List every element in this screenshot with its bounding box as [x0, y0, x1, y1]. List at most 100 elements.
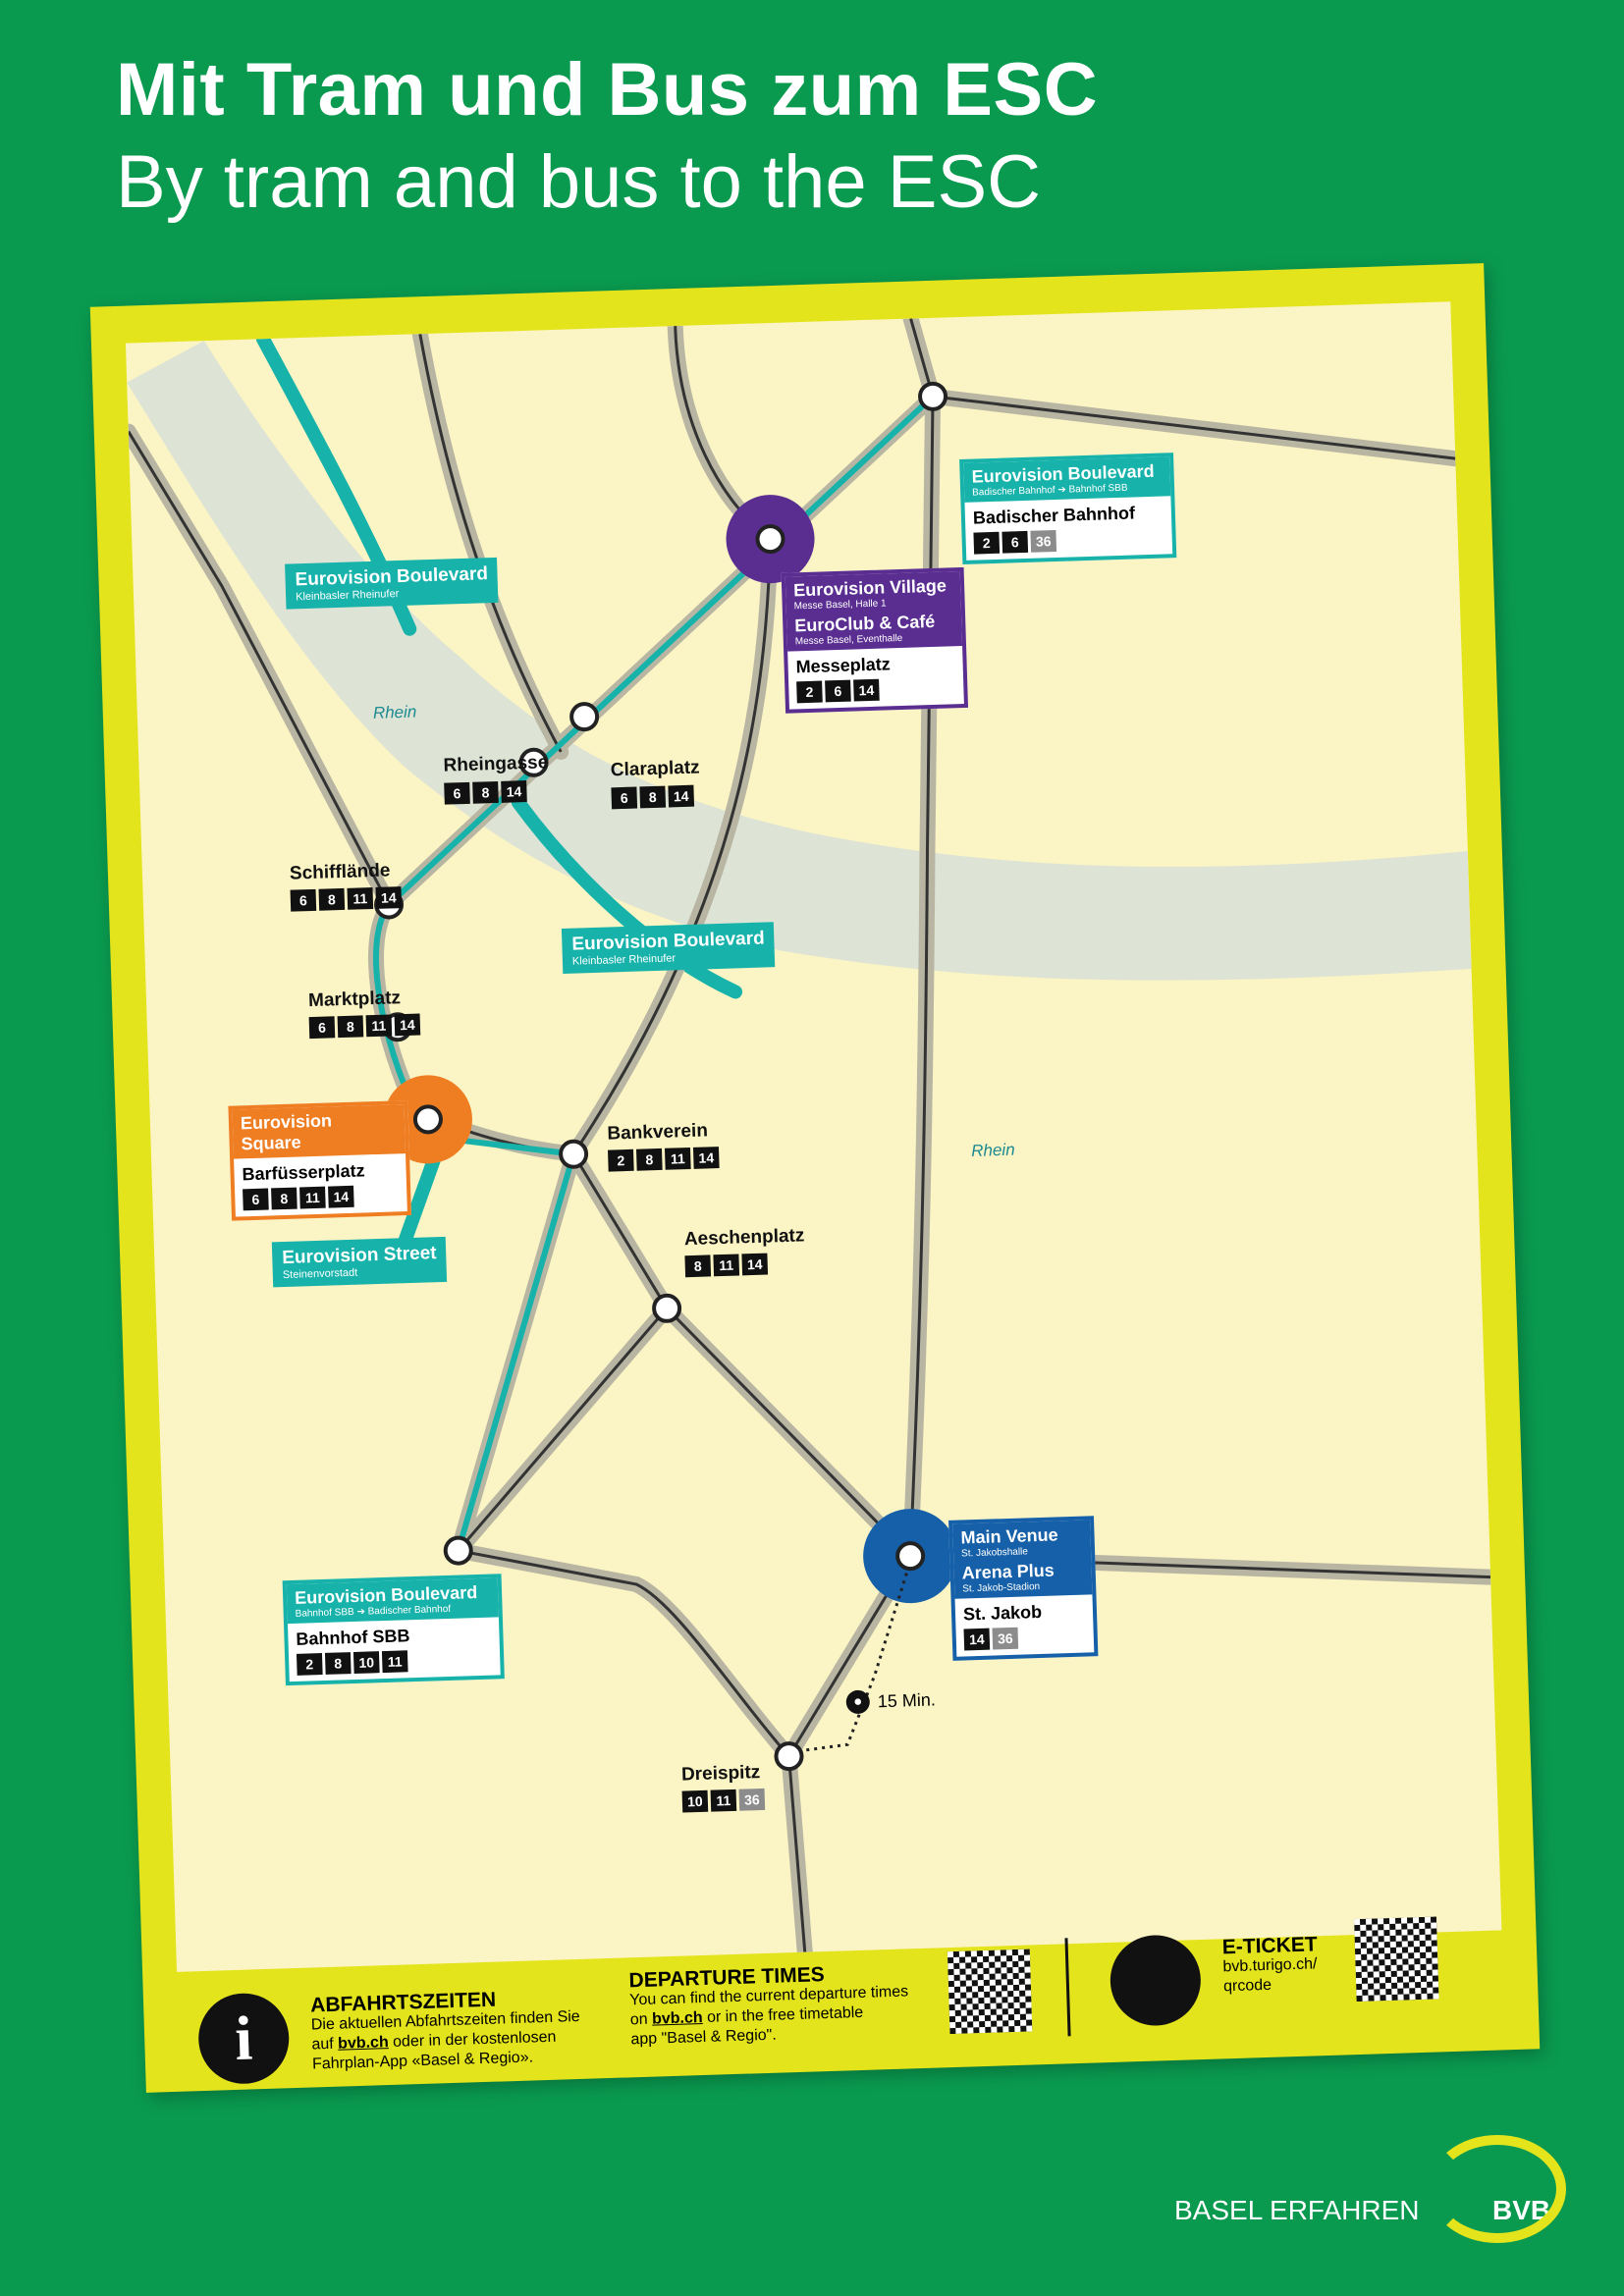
- square-box: Eurovision Square Barfüsserplatz 6 8 11 …: [228, 1099, 411, 1221]
- boulevard-kleinbasel-box: Eurovision Boulevard Kleinbasler Rheinuf…: [285, 557, 499, 610]
- line-badge: 11: [347, 887, 374, 910]
- line-badge: 8: [472, 780, 499, 804]
- boulevard-kleinbasel-box-2: Eurovision Boulevard Kleinbasler Rheinuf…: [561, 922, 776, 974]
- sbb-stop: Bahnhof SBB: [296, 1626, 410, 1649]
- line-badge: 8: [271, 1187, 298, 1210]
- line-badge: 11: [365, 1014, 393, 1038]
- stop-marker-badischer: [918, 381, 948, 411]
- line-badge: 10: [681, 1789, 709, 1813]
- stop-label-marktplatz: Marktplatz: [307, 988, 402, 1012]
- bvb-link[interactable]: bvb.ch: [337, 2034, 389, 2053]
- pedestrian-icon: ●: [845, 1689, 871, 1715]
- line-badge: 14: [394, 1013, 421, 1037]
- line-badge: 36: [738, 1788, 766, 1811]
- line-badge: 6: [243, 1188, 269, 1211]
- line-badge: 14: [741, 1253, 769, 1276]
- brand-tagline: BASEL ERFAHREN: [1174, 2195, 1420, 2225]
- eticket-url[interactable]: qrcode: [1222, 1976, 1272, 1996]
- stop-label-aeschenplatz: Aeschenplatz: [683, 1225, 805, 1251]
- stop-label-bankverein: Bankverein: [607, 1120, 709, 1145]
- line-badge: 14: [853, 678, 880, 702]
- line-badge: 11: [299, 1186, 326, 1209]
- line-badge: 11: [381, 1650, 408, 1674]
- eticket-url[interactable]: bvb.turigo.ch/: [1222, 1955, 1318, 1976]
- barfuesser-stop: Barfüsserplatz: [242, 1160, 365, 1185]
- stop-marker-rheingasse: [518, 747, 549, 777]
- stop-marker-sbb: [443, 1535, 473, 1566]
- line-badge: 14: [963, 1628, 991, 1651]
- line-badge: 2: [796, 680, 823, 704]
- stop-label-schifflaende: Schifflände: [289, 860, 391, 884]
- line-badge: 14: [501, 780, 527, 803]
- map-poster: Rhein Rhein Eurovision Boulevard Kleinba…: [89, 263, 1541, 2093]
- line-badge: 11: [713, 1254, 740, 1277]
- line-badge: 10: [352, 1651, 380, 1674]
- qr-code-icon[interactable]: [1353, 1916, 1439, 2002]
- stop-marker-messeplatz: [755, 524, 785, 555]
- line-badge: 14: [375, 886, 403, 909]
- river-label-1: Rhein: [372, 702, 417, 722]
- line-badge: 8: [684, 1255, 712, 1278]
- line-badge: 2: [973, 531, 1001, 555]
- line-badge: 8: [324, 1652, 352, 1675]
- stop-marker-barfuesser: [412, 1104, 443, 1135]
- badischer-stop: Badischer Bahnhof: [972, 503, 1136, 528]
- line-badge: 6: [611, 786, 638, 810]
- lines-aeschenplatz: 8 11 14: [684, 1253, 769, 1278]
- village-box: Eurovision Village Messe Basel, Halle 1 …: [781, 566, 969, 714]
- line-badge: 14: [668, 784, 695, 808]
- title-english: By tram and bus to the ESC: [116, 140, 1042, 224]
- stop-marker-claraplatz: [569, 702, 600, 732]
- stop-label-rheingasse: Rheingasse: [443, 752, 549, 776]
- stop-label-claraplatz: Claraplatz: [610, 757, 700, 781]
- line-badge: 11: [664, 1147, 691, 1170]
- line-badge: 8: [635, 1148, 663, 1171]
- map-svg: [125, 310, 1499, 1960]
- sbb-box: Eurovision Boulevard Bahnhof SBB ➔ Badis…: [282, 1574, 505, 1686]
- lines-bankverein: 2 8 11 14: [608, 1147, 720, 1172]
- line-badge: 14: [328, 1185, 354, 1208]
- lines-schifflaende: 6 8 11 14: [290, 886, 403, 912]
- river-rhine: [127, 341, 1472, 981]
- stop-label-dreispitz: Dreispitz: [680, 1762, 761, 1786]
- line-badge: 6: [1001, 530, 1029, 554]
- stop-marker-dreispitz: [774, 1741, 804, 1772]
- network-map: Rhein Rhein Eurovision Boulevard Kleinba…: [125, 301, 1502, 1972]
- eurovision-boulevard-path-2: [511, 795, 743, 999]
- street-box: Eurovision Street Steinenvorstadt: [271, 1236, 448, 1288]
- badischer-box: Eurovision Boulevard Badischer Bahnhof ➔…: [959, 453, 1177, 564]
- venue-box: Main Venue St. Jakobshalle Arena Plus St…: [948, 1516, 1099, 1661]
- qr-code-icon[interactable]: [947, 1949, 1033, 2035]
- lines-rheingasse: 6 8 14: [444, 780, 527, 805]
- title-german: Mit Tram und Bus zum ESC: [116, 48, 1099, 132]
- walk-info: ● 15 Min.: [845, 1687, 937, 1715]
- messeplatz-stop: Messeplatz: [795, 654, 891, 677]
- departure-en: DEPARTURE TIMES You can find the current…: [628, 1962, 909, 2050]
- stop-marker-bankverein: [559, 1139, 589, 1169]
- bvb-link[interactable]: bvb.ch: [651, 2009, 703, 2028]
- river-label-2: Rhein: [970, 1140, 1015, 1160]
- lines-dreispitz: 10 11 36: [681, 1788, 766, 1813]
- line-badge: 11: [710, 1789, 737, 1812]
- line-badge: 8: [639, 785, 667, 809]
- line-badge: 8: [337, 1015, 364, 1039]
- line-badge: 6: [308, 1016, 336, 1040]
- stjakob-stop: St. Jakob: [962, 1601, 1043, 1625]
- line-badge: 8: [318, 887, 346, 911]
- eticket: E-TICKET bvb.turigo.ch/ qrcode: [1221, 1933, 1320, 1997]
- square-title: Eurovision Square: [232, 1104, 406, 1159]
- bvb-spiral-logo: [1429, 2135, 1566, 2243]
- line-badge: 36: [1030, 529, 1057, 553]
- line-badge: 6: [825, 679, 851, 703]
- stop-marker-aeschenplatz: [652, 1293, 682, 1323]
- line-badge: 36: [992, 1627, 1019, 1650]
- line-badge: 6: [444, 781, 470, 805]
- line-badge: 14: [692, 1147, 720, 1169]
- line-badge: 6: [290, 888, 317, 912]
- line-badge: 2: [608, 1148, 634, 1172]
- lines-marktplatz: 6 8 11 14: [308, 1013, 421, 1040]
- departure-de: ABFAHRTSZEITEN Die aktuellen Abfahrtszei…: [310, 1988, 581, 2075]
- walk-time: 15 Min.: [877, 1688, 937, 1711]
- lines-claraplatz: 6 8 14: [611, 784, 695, 810]
- line-badge: 2: [296, 1653, 323, 1676]
